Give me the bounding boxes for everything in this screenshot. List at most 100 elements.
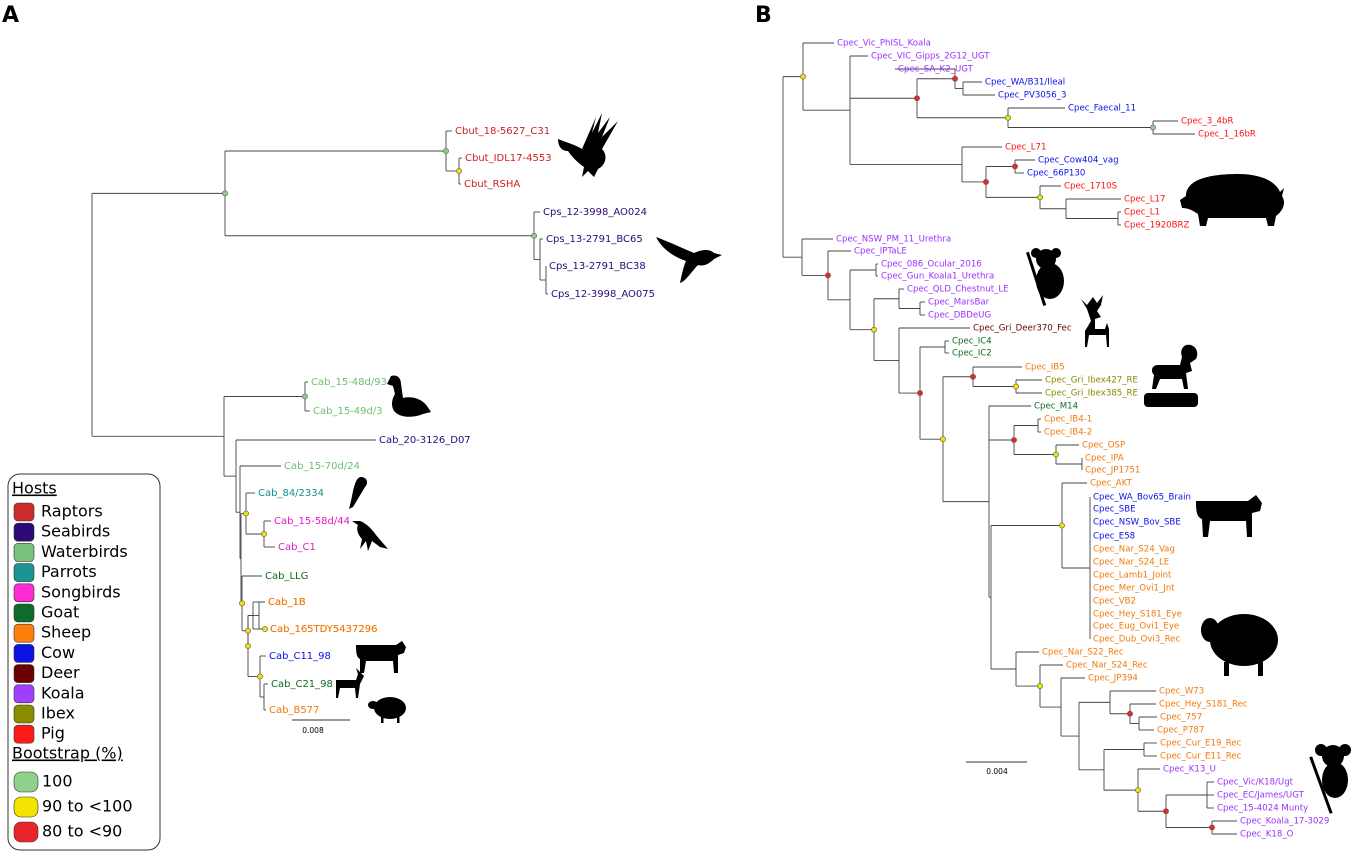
silhouettes [336,113,1351,814]
treea-tip-label: Cps_13-2791_BC65 [546,234,643,245]
legend-bootstrap-label: 100 [42,772,73,791]
treeb-tip-label: Cpec_Gri_Ibex427_RE [1045,376,1138,386]
treeb-tip-label: Cpec_L1 [1124,208,1160,218]
treeb-tip-label: Cpec_15-4024 Munty [1217,804,1308,814]
legend-bootstrap-swatch [13,821,39,843]
treeb-tip-label: Cpec_1_16bR [1198,130,1256,140]
treeb-tip-label: Cpec_K13_U [1163,765,1216,775]
treeb-tip-label: Cpec_1920BRZ [1124,221,1190,231]
scale-bar-a-label: 0.008 [302,726,324,735]
tree-b-bootstrap-nodes [800,73,1215,831]
bootstrap-node [1011,437,1017,443]
treea-tip-label: Cab_C21_98 [271,679,333,690]
bootstrap-node [800,73,806,80]
legend-host-label: Raptors [41,502,103,521]
legend-swatch [13,644,35,663]
legend-host-label: Koala [41,683,85,702]
crow-icon [352,521,388,551]
legend-bootstrap-swatch [13,771,39,793]
panel-label-a: A [2,3,19,28]
legend-swatch [13,724,35,744]
legend-swatch [13,563,35,582]
deer-icon [1081,295,1109,347]
bootstrap-node [970,373,976,380]
goat-icon [336,668,364,698]
cow-icon [1196,495,1262,537]
treea-tip-label: Cab_C11_98 [269,651,331,662]
treeb-tip-label: Cpec_086_Ocular_2016 [881,260,982,270]
treeb-tip-label: Cpec_W73 [1159,687,1204,697]
legend-host-label: Sheep [41,623,91,642]
bootstrap-node [243,510,249,517]
bootstrap-node [1037,194,1043,201]
treea-tip-label: Cab_15-58d/44 [274,516,350,527]
bootstrap-node [262,626,268,632]
treeb-tip-label: Cpec_Nar_S24_Vag [1093,545,1175,555]
treeb-tip-label: Cpec_Mer_Ovi1_Jnt [1093,584,1175,594]
treeb-tip-label: Cpec_K18_O [1240,830,1294,840]
treea-tip-label: Cab_15-49d/3 [313,406,383,417]
bootstrap-node [443,148,449,154]
treeb-tip-label: Cpec_Nar_S24_LE [1093,558,1169,568]
legend-swatch [13,603,35,623]
scale-bar-b: 0.004 [966,761,1027,776]
treea-tip-label: Cab_84/2334 [258,488,324,499]
treeb-tip-label: Cpec_Hey_S181_Eye [1093,610,1182,620]
treeb-tip-label: Cpec_L17 [1124,195,1166,205]
legend-swatch [13,664,35,683]
treeb-tip-label: Cpec_Gun_Koala1_Urethra [881,272,994,282]
bootstrap-node [1012,163,1018,170]
treeb-tip-label: Cpec_P787 [1157,726,1204,736]
legend-swatch [13,623,35,643]
treeb-tip-label: Cpec_Koala_17-3029 [1240,817,1329,827]
panel-label-b: B [755,3,772,28]
treeb-tip-label: Cpec_MarsBar [928,298,990,308]
legend-box [7,473,161,851]
bootstrap-node [1135,787,1141,794]
treeb-tip-label: Cpec_Vic_PhISL_Koala [837,39,931,49]
bootstrap-node [1209,824,1215,831]
bootstrap-node [222,190,228,197]
treea-tip-label: Cab_LLG [265,571,308,582]
bootstrap-node [1059,522,1065,529]
bootstrap-node [239,600,245,607]
bootstrap-node [825,272,831,279]
treeb-tip-label: Cpec_VIC_Gipps_2G12_UGT [871,52,990,62]
treeb-tip-label: Cpec_Vic/K18/Ugt [1217,778,1294,788]
treeb-tip-label: Cpec_IC2 [952,349,992,359]
legend-swatch [13,583,35,603]
legend-bootstrap-label: 80 to <90 [42,822,122,841]
treeb-tip-label: Cpec_NSW_Bov_SBE [1093,518,1181,528]
treeb-tip-label: Cpec_Cur_E11_Rec [1160,752,1242,762]
treeb-tip-label: Cpec_JP1751 [1085,466,1140,476]
eagle-icon [558,113,618,177]
treeb-tip-label: Cpec_Faecal_11 [1068,104,1136,114]
bootstrap-node [245,627,251,634]
legend-swatch [13,704,35,724]
legend-host-label: Cow [41,643,75,662]
legend-swatch [13,502,35,522]
treeb-tip-label: Cpec_NSW_PM_11_Urethra [836,235,951,245]
treeb-tip-label: Cpec_SBE [1093,505,1136,515]
legend-host-label: Pig [41,724,65,743]
treea-tip-label: Cps_13-2791_BC38 [549,261,646,272]
tree-a-bootstrap-nodes [222,148,537,680]
treeb-tip-label: Cpec_Hey_S181_Rec [1159,700,1248,710]
treea-tip-label: Cab_1B [268,597,306,608]
treeb-tip-label: Cpec_757 [1160,713,1202,723]
treea-tip-label: Cbut_RSHA [464,179,520,190]
albatross-icon [656,237,722,283]
bootstrap-node [245,643,251,649]
legend-host-label: Deer [41,663,80,682]
treeb-tip-label: Cpec_EC/James/UGT [1217,791,1305,801]
tree-a-tip-labels: Cbut_18-5627_C31Cbut_IDL17-4553Cbut_RSHA… [258,126,655,716]
treeb-tip-label: Cpec_IB4-1 [1044,415,1092,425]
scale-bar-a: 0.008 [292,719,350,735]
bootstrap-node [531,232,537,239]
sheep-icon [1201,614,1278,676]
treea-tip-label: Cab_20-3126_D07 [379,435,471,446]
treea-tip-label: Cab_15-48d/93 [311,377,387,388]
treea-tip-label: Cbut_18-5627_C31 [455,126,550,137]
legend-host-label: Goat [41,603,79,622]
